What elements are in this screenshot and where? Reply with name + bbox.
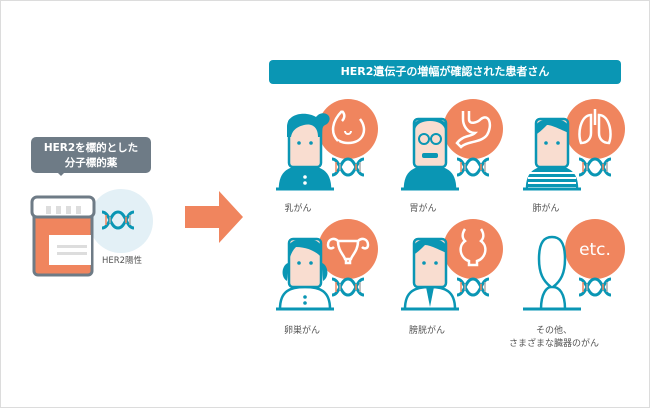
patient-figure	[399, 219, 503, 311]
organ-circle	[565, 99, 625, 159]
patient-figure	[274, 219, 378, 311]
drug-bubble: HER2を標的とした分子標的薬	[31, 137, 151, 176]
lungs-icon	[578, 109, 612, 145]
etc-text: etc.	[579, 240, 611, 260]
dna-icon	[577, 157, 613, 177]
dna-icon	[330, 277, 366, 297]
drug-marker-circle	[89, 189, 153, 253]
dna-icon	[455, 277, 491, 297]
breast-icon	[331, 110, 366, 145]
patient-label: 胃がん	[409, 204, 437, 214]
medicine-bottle-icon	[30, 195, 96, 277]
bubble-line: HER2を標的とした	[43, 142, 139, 154]
patient-figure	[399, 99, 503, 191]
her2-positive-label: HER2陽性	[101, 256, 143, 266]
patient-figure	[521, 99, 625, 191]
dna-icon	[330, 157, 366, 177]
bladder-icon	[459, 228, 487, 267]
patient-figure	[274, 99, 378, 191]
dna-icon	[577, 277, 613, 297]
organ-circle	[443, 219, 503, 279]
organ-circle	[318, 219, 378, 279]
patient-figure: etc.	[521, 219, 625, 311]
patient-label: 卵巣がん	[283, 326, 320, 336]
banner-title: HER2遺伝子の増幅が確認された患者さん	[269, 60, 621, 84]
patient-label: 膀胱がん	[408, 326, 445, 336]
stomach-icon	[455, 111, 492, 149]
uterus-icon	[326, 237, 370, 265]
dna-icon	[455, 157, 491, 177]
patient-label: 乳がん	[284, 204, 312, 214]
patient-label: その他、さまざまな臓器のがん	[494, 325, 614, 351]
organ-circle	[318, 99, 378, 159]
svg-text:etc.: etc.	[579, 240, 611, 260]
arrow-icon	[185, 191, 243, 243]
patient-label: 肺がん	[532, 204, 560, 214]
label-line: さまざまな臓器のがん	[508, 339, 599, 349]
organ-circle	[565, 219, 625, 279]
label-line: その他、	[535, 326, 572, 336]
bubble-line: 分子標的薬	[64, 157, 118, 169]
organ-circle	[443, 99, 503, 159]
